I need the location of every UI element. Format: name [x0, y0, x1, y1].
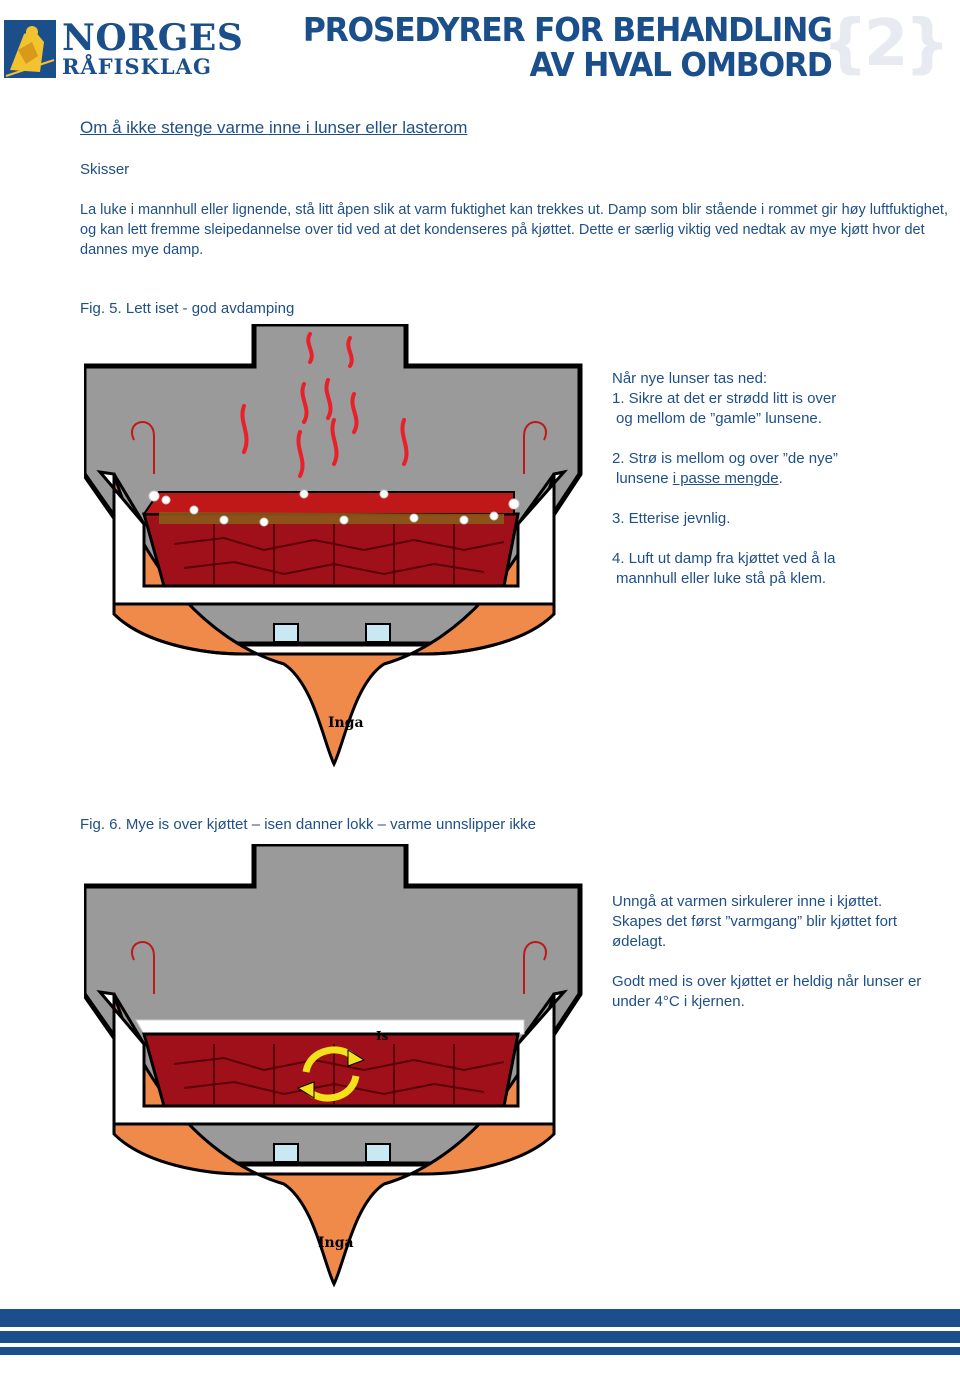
logo-wordmark-rafisklag: RÅFISKLAG — [62, 54, 212, 79]
footer-bar-bottom — [0, 1347, 960, 1355]
fig6-meat — [142, 1032, 520, 1108]
fig5-notes-item3: 3. Etterise jevnlig. — [612, 509, 838, 529]
fisherman-logo-icon — [4, 20, 56, 78]
fig5-hooks — [131, 421, 547, 474]
fig6-hooks — [131, 941, 547, 994]
fig5-note-4a: 4. Luft ut damp fra kjøttet ved å la — [612, 550, 836, 567]
fig5-note-2b-underlined: i passe mengde — [672, 470, 779, 487]
fig5-note-2a: 2. Strø is mellom og over ”de nye” — [612, 450, 838, 467]
fig5-ice — [148, 489, 520, 527]
fig5-note-1b: og mellom de ”gamle” lunsene. — [616, 410, 822, 427]
fig5-drain-left — [273, 623, 299, 643]
fig6-ice-cover — [135, 1019, 525, 1035]
fig5-note-4b: mannhull eller luke stå på klem. — [616, 570, 827, 587]
fig6-ice-label: Is — [376, 1029, 389, 1043]
fig6-note-1b: Skapes det først ”varmgang” blir kjøttet… — [612, 913, 898, 930]
fig6-note-2b: under 4°C i kjernen. — [612, 993, 745, 1010]
document-title-line2: AV HVAL OMBORD — [529, 45, 833, 84]
fig5-insulation — [96, 469, 569, 606]
footer-bar-middle — [0, 1331, 960, 1343]
fig5-steam-icon — [240, 332, 409, 478]
fig5-notes-item4: 4. Luft ut damp fra kjøttet ved å la man… — [612, 549, 838, 589]
fig5-notes-item2: 2. Strø is mellom og over ”de nye” lunse… — [612, 449, 838, 489]
logo-wordmark-norges: NORGES — [62, 17, 244, 59]
fig5-caption: Fig. 5. Lett iset - god avdamping — [80, 300, 295, 317]
fig5-note-3: 3. Etterise jevnlig. — [612, 510, 731, 527]
fig6-signature: Inga — [318, 1235, 354, 1251]
fig5-note-1a: 1. Sikre at det er strødd litt is over — [612, 390, 837, 407]
fig5-diagram: Inga — [84, 324, 583, 768]
fig6-drain-right — [365, 1143, 391, 1163]
intro-paragraph: La luke i mannhull eller lignende, stå l… — [80, 202, 948, 258]
footer-bar-top — [0, 1309, 960, 1327]
fig5-signature: Inga — [328, 715, 364, 731]
fig6-note-1a: Unngå at varmen sirkulerer inne i kjøtte… — [612, 893, 883, 910]
norges-rafisklag-logo: NORGES RÅFISKLAG — [4, 18, 243, 80]
document-title-line1: PROSEDYRER FOR BEHANDLING — [303, 10, 833, 49]
fig6-notes-p1: Unngå at varmen sirkulerer inne i kjøtte… — [612, 892, 921, 952]
section-subhead: Skisser — [80, 161, 130, 178]
fig6-diagram: Is Inga — [84, 844, 583, 1288]
fig6-drain-left — [273, 1143, 299, 1163]
fig6-hull — [112, 993, 556, 1288]
fig6-caption: Fig. 6. Mye is over kjøttet – isen danne… — [80, 816, 537, 833]
fig5-note-2b: lunsene i passe mengde. — [612, 469, 838, 489]
fig5-note-2b-post: . — [778, 470, 783, 487]
fig5-drain-right — [365, 623, 391, 643]
document-title: PROSEDYRER FOR BEHANDLING AV HVAL OMBORD — [303, 10, 833, 84]
fig6-note-1c: ødelagt. — [612, 933, 667, 950]
fig6-note-2a: Godt med is over kjøttet er heldig når l… — [612, 973, 922, 990]
fig5-notes: Når nye lunser tas ned: 1. Sikre at det … — [612, 369, 838, 609]
fig6-notes: Unngå at varmen sirkulerer inne i kjøtte… — [612, 892, 921, 1032]
fig6-notes-p2: Godt med is over kjøttet er heldig når l… — [612, 972, 921, 1012]
fig5-notes-intro: Når nye lunser tas ned: 1. Sikre at det … — [612, 369, 838, 429]
fig5-note-2b-pre: lunsene — [616, 470, 673, 487]
fig6-insulation — [96, 989, 569, 1126]
fig5-note-intro: Når nye lunser tas ned: — [612, 370, 768, 387]
section-number: {2} — [822, 7, 950, 81]
section-title: Om å ikke stenge varme inne i lunser ell… — [80, 118, 468, 137]
